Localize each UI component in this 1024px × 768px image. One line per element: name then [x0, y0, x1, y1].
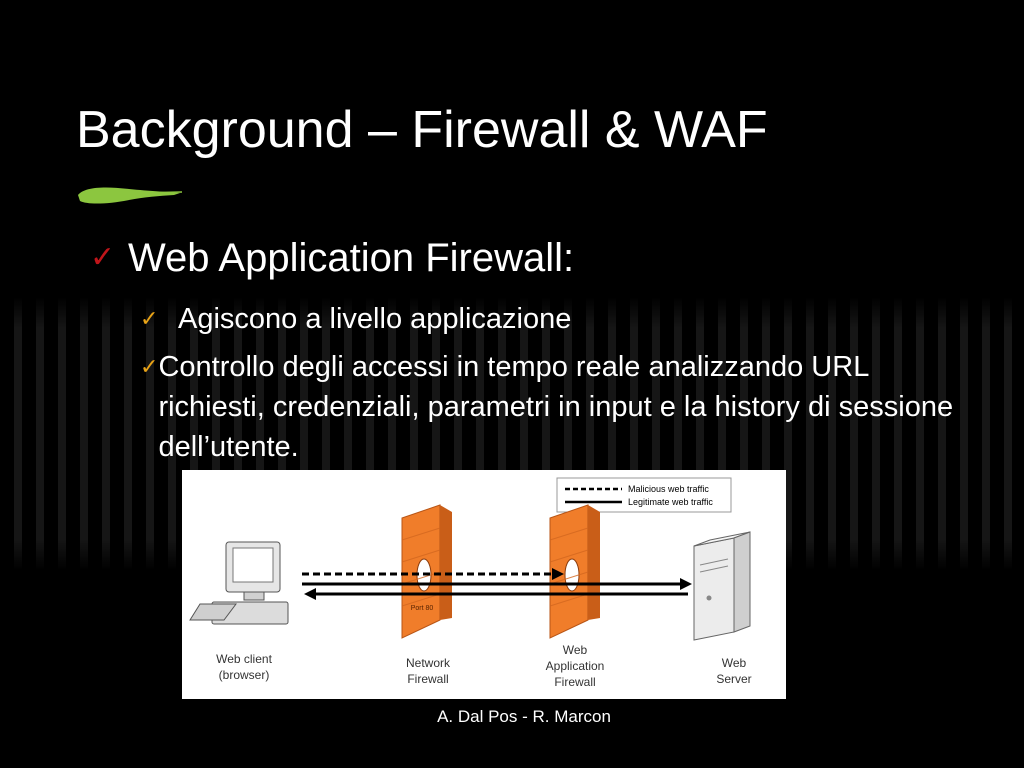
label-waf-firewall: Firewall — [554, 675, 595, 689]
label-browser: (browser) — [219, 668, 270, 682]
heading-text: Web Application Firewall: — [128, 236, 575, 280]
diagram-legend: Malicious web traffic Legitimate web tra… — [556, 477, 732, 513]
label-network: Network — [406, 656, 451, 670]
heading-bullet: ✓ Web Application Firewall: — [90, 234, 574, 282]
footer-authors: A. Dal Pos - R. Marcon — [437, 707, 611, 726]
green-brush-stroke — [78, 187, 183, 204]
legend-malicious: Malicious web traffic — [628, 484, 709, 494]
bullet-item: ✓ Controllo degli accessi in tempo reale… — [140, 347, 960, 467]
bullet-text: Agiscono a livello applicazione — [178, 303, 572, 335]
label-server-web: Web — [722, 656, 747, 670]
waf-diagram: Malicious web traffic Legitimate web tra… — [182, 470, 786, 699]
checkmark-icon: ✓ — [90, 241, 116, 274]
network-firewall-icon — [401, 504, 452, 639]
server-icon — [693, 531, 751, 641]
bullet-item: ✓ Agiscono a livello applicazione — [140, 299, 960, 339]
label-web: Web — [563, 643, 588, 657]
port-label: Port 80 — [411, 605, 434, 612]
traffic-arrows — [302, 568, 692, 600]
computer-icon — [189, 541, 289, 625]
legend-legitimate: Legitimate web traffic — [628, 497, 713, 507]
bullet-text: Controllo degli accessi in tempo reale a… — [158, 351, 954, 463]
label-web-client: Web client — [216, 652, 272, 666]
checkmark-icon: ✓ — [140, 354, 159, 379]
slide-title: Background – Firewall & WAF — [76, 101, 768, 159]
label-application: Application — [546, 659, 605, 673]
slide-footer: A. Dal Pos - R. Marcon — [0, 707, 1024, 727]
background-stripes — [0, 296, 1024, 571]
waf-icon — [549, 504, 600, 639]
label-server: Server — [716, 672, 751, 686]
checkmark-icon: ✓ — [140, 306, 159, 331]
label-firewall: Firewall — [407, 672, 448, 686]
